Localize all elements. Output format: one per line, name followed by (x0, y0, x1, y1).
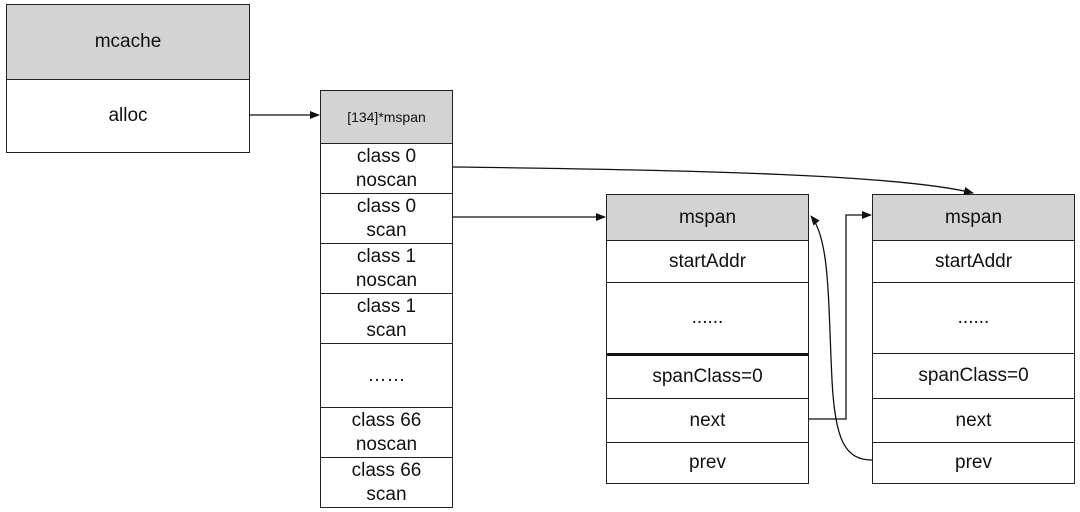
mspan-field-spanclass: spanClass=0 (607, 353, 808, 398)
mspan-field-ellipsis: ...... (873, 282, 1074, 353)
alloc-array-row: class 1 scan (321, 293, 452, 343)
mspan-field-text: prev (955, 452, 992, 473)
alloc-array-header-text: [134]*mspan (347, 109, 426, 125)
alloc-array-row: class 1 noscan (321, 243, 452, 293)
mspan-field-spanclass: spanClass=0 (873, 353, 1074, 398)
alloc-array-row-text: …… (367, 364, 406, 386)
mspan-title-text: mspan (678, 206, 737, 228)
mspan-field-startaddr: startAddr (607, 240, 808, 282)
mspan-right-title: mspan (873, 195, 1074, 240)
alloc-array-header: [134]*mspan (321, 91, 452, 143)
arrow-class0-noscan-to-right-mspan (452, 166, 974, 195)
mspan-field-text: startAddr (934, 250, 1013, 272)
alloc-field-label: alloc (108, 105, 148, 126)
arrow-prev-to-left-mspan (810, 215, 873, 461)
mspan-field-ellipsis: ...... (607, 282, 808, 353)
alloc-array-row-text: class 0 noscan (355, 145, 418, 191)
mspan-field-text: startAddr (668, 250, 747, 272)
mspan-field-text: next (689, 409, 726, 431)
mspan-left-title: mspan (607, 195, 808, 240)
alloc-array-row: class 0 scan (321, 193, 452, 243)
alloc-array: [134]*mspan class 0 noscan class 0 scan … (320, 90, 453, 508)
mspan-field-next: next (607, 398, 808, 442)
alloc-array-row-text: class 1 noscan (355, 245, 418, 291)
alloc-array-row: class 66 noscan (321, 407, 452, 457)
mspan-field-text: ...... (691, 307, 724, 328)
mspan-field-startaddr: startAddr (873, 240, 1074, 282)
mspan-field-text: spanClass=0 (652, 366, 763, 387)
mspan-field-text: next (955, 409, 992, 431)
arrow-next-to-right-mspan (809, 211, 872, 420)
mcache-title: mcache (7, 5, 249, 79)
alloc-array-row-text: class 0 scan (356, 195, 417, 241)
alloc-array-row-text: class 66 scan (351, 459, 422, 505)
mcache-title-text: mcache (94, 31, 162, 52)
mspan-left: mspan startAddr ...... spanClass=0 next … (606, 194, 809, 484)
alloc-array-row-text: class 66 noscan (351, 409, 422, 455)
mspan-field-next: next (873, 398, 1074, 442)
mspan-field-prev: prev (607, 442, 808, 483)
alloc-array-row: …… (321, 343, 452, 407)
alloc-array-row-text: class 1 scan (356, 295, 417, 341)
mcache-alloc-field: alloc (7, 79, 249, 152)
mspan-right: mspan startAddr ...... spanClass=0 next … (872, 194, 1075, 484)
mspan-field-text: prev (689, 452, 726, 473)
alloc-array-row: class 0 noscan (321, 143, 452, 193)
mspan-title-text: mspan (944, 206, 1003, 228)
mspan-field-text: spanClass=0 (918, 365, 1029, 386)
mspan-field-prev: prev (873, 442, 1074, 483)
mspan-field-text: ...... (957, 307, 990, 328)
alloc-array-row: class 66 scan (321, 457, 452, 507)
mcache-struct: mcache alloc (6, 4, 250, 153)
